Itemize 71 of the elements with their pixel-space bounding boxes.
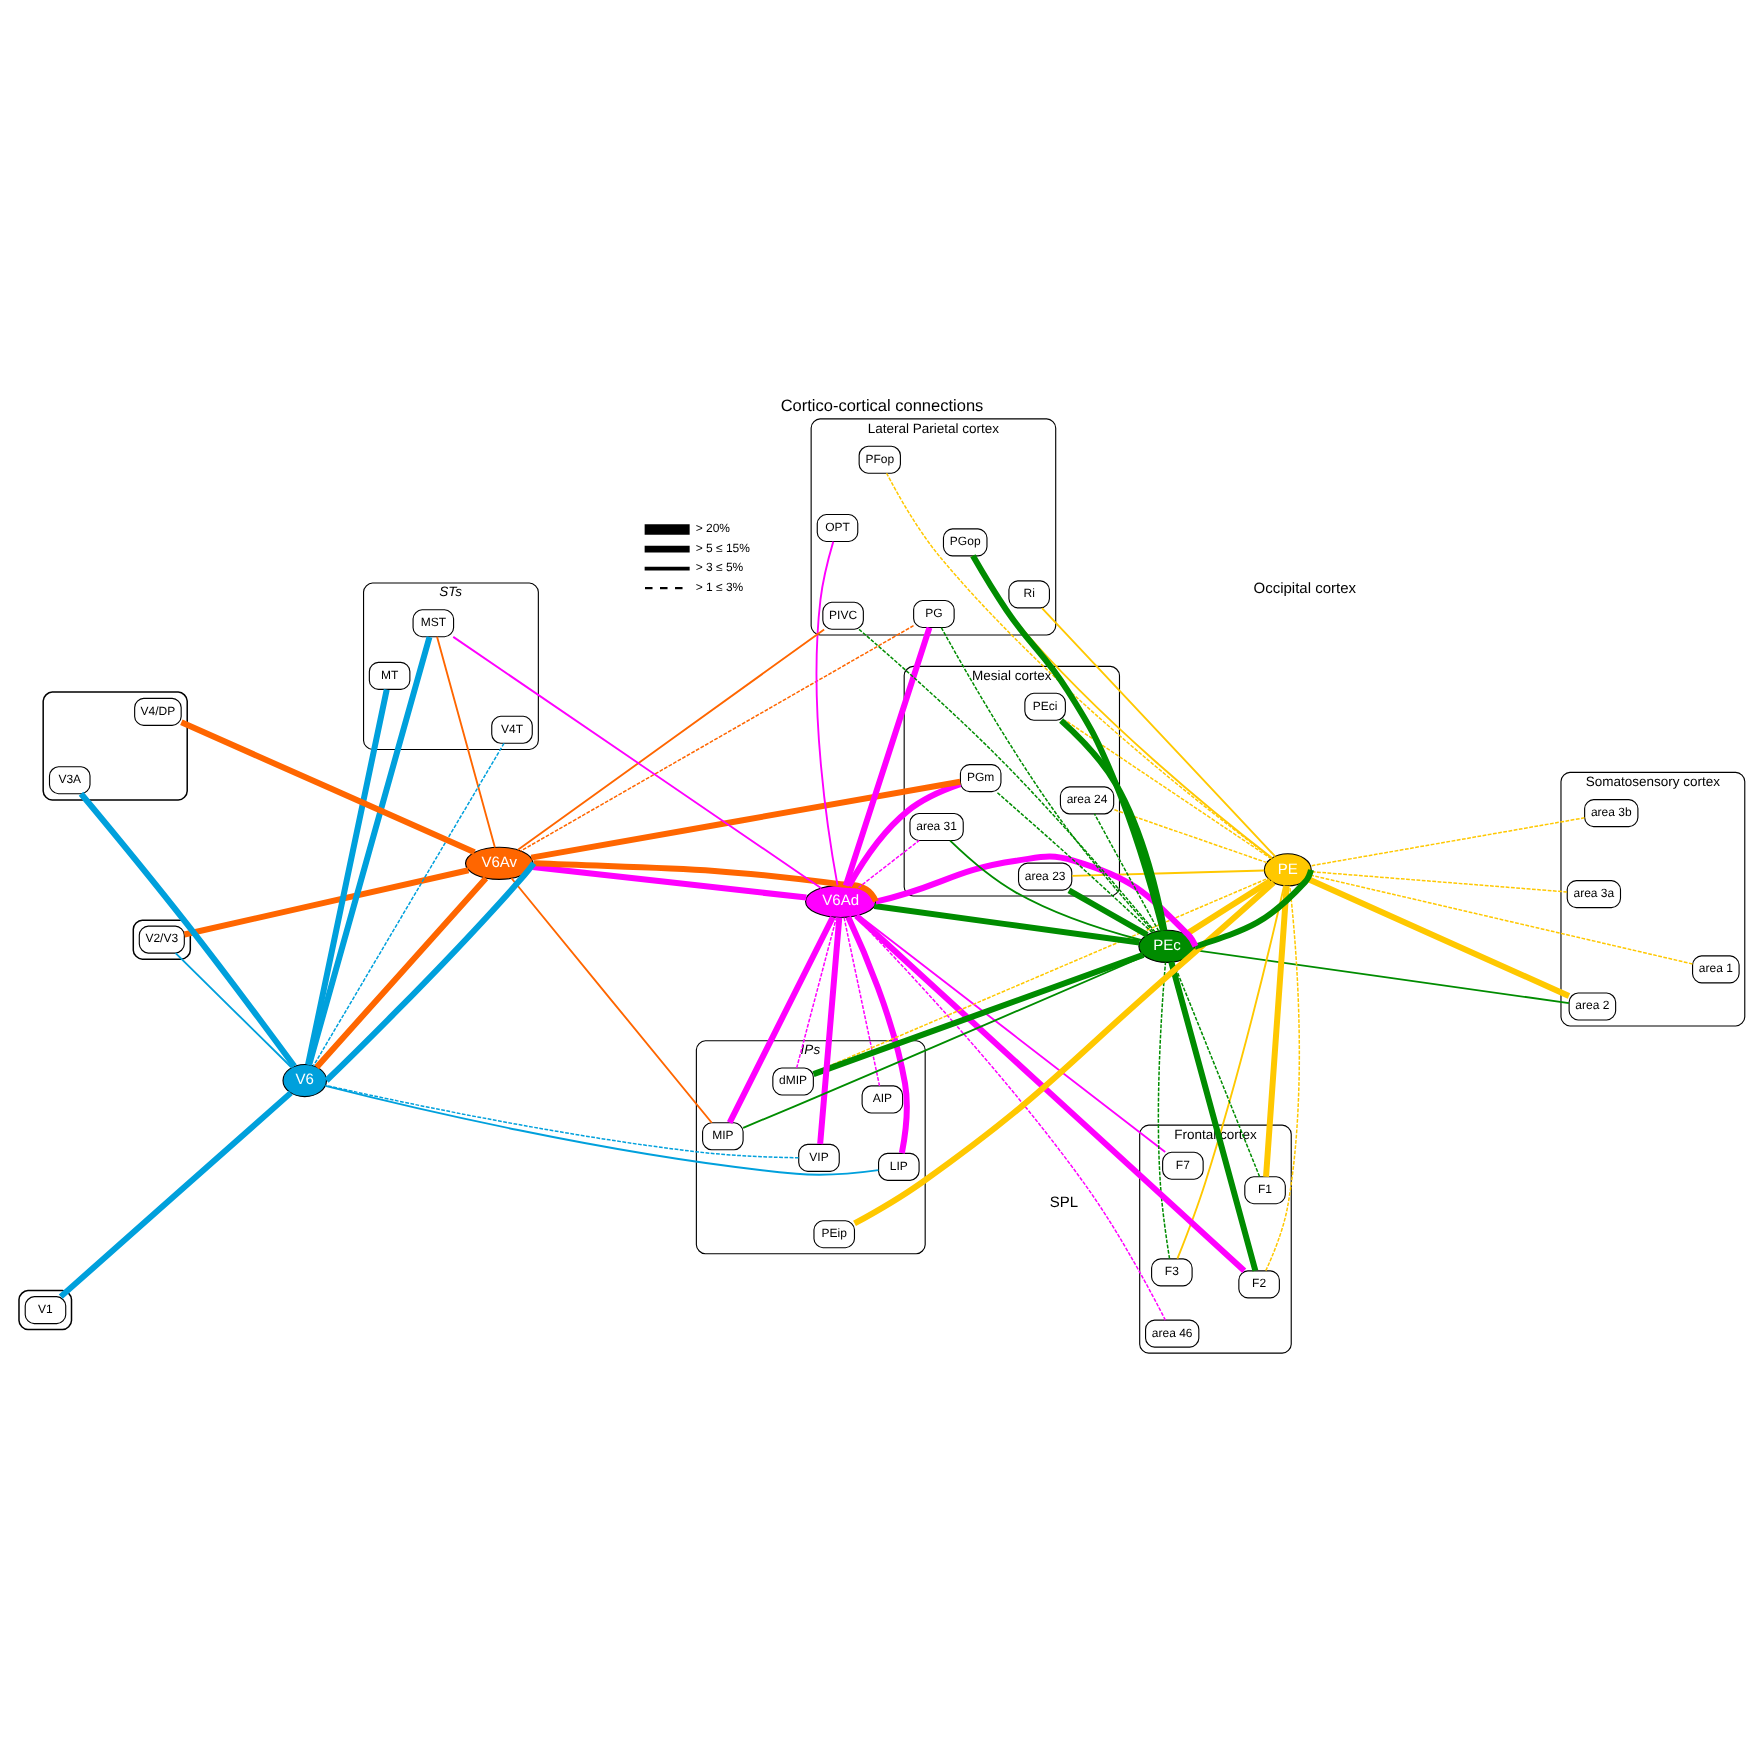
connector (1306, 875, 1571, 999)
connector (949, 839, 1142, 941)
connector (970, 554, 1166, 932)
connector (180, 719, 476, 856)
connector (531, 860, 879, 903)
connector (436, 635, 496, 849)
cluster (42, 691, 188, 801)
connector (1168, 961, 1259, 1272)
cluster (132, 919, 192, 960)
connector (1265, 885, 1301, 1272)
connector (1113, 808, 1268, 864)
connector (854, 913, 1247, 1273)
node-ellipse: PEc (1138, 929, 1196, 963)
connector (324, 1084, 800, 1159)
connector (812, 952, 1145, 1077)
connector (324, 1084, 880, 1176)
connector (995, 791, 1154, 934)
connector (815, 540, 839, 887)
connector (530, 778, 961, 861)
connector (795, 916, 838, 1069)
connector (1064, 719, 1272, 860)
connector (1067, 887, 1149, 938)
connector (727, 915, 836, 1124)
connector (857, 914, 1167, 1154)
node-ellipse: V6Av (464, 846, 534, 880)
connector (1309, 874, 1694, 965)
connector (183, 867, 470, 938)
connector (1071, 869, 1266, 877)
connector (858, 628, 1156, 933)
label: SPL (1049, 1193, 1079, 1212)
connector (1310, 870, 1568, 893)
connector (452, 635, 823, 890)
connector (1176, 884, 1286, 1260)
connector (1041, 607, 1277, 858)
node-ellipse: V6Ad (805, 884, 877, 919)
label: Occipital cortex (1253, 578, 1357, 597)
connector (520, 624, 915, 852)
connector (817, 917, 843, 1145)
connector (58, 1090, 293, 1299)
node-ellipse: PE (1263, 853, 1312, 887)
cluster (18, 1289, 73, 1331)
connector (532, 864, 807, 901)
connector (312, 742, 505, 1067)
connector (845, 915, 910, 1154)
connector (1193, 869, 1314, 950)
connector (517, 628, 826, 851)
connector (940, 626, 1155, 933)
connector (314, 876, 489, 1070)
connector (843, 916, 881, 1087)
connector (885, 472, 1273, 859)
connector (1093, 813, 1160, 932)
connector (846, 781, 962, 888)
connector (873, 853, 1199, 948)
connector (1184, 878, 1273, 937)
connector (1263, 885, 1290, 1177)
connector (1059, 718, 1168, 931)
connector (742, 955, 1146, 1129)
connector (174, 952, 293, 1069)
connector (857, 839, 920, 889)
node-ellipse: V6 (282, 1063, 328, 1098)
connector (842, 626, 933, 887)
connector (1157, 961, 1171, 1260)
connector (305, 688, 390, 1066)
connector (324, 861, 537, 1083)
connector (510, 877, 713, 1124)
connector (873, 903, 1140, 946)
connector (78, 791, 297, 1069)
connector (1309, 817, 1586, 867)
connector (854, 915, 1167, 1321)
connector (853, 880, 1276, 1227)
connector (306, 636, 433, 1066)
